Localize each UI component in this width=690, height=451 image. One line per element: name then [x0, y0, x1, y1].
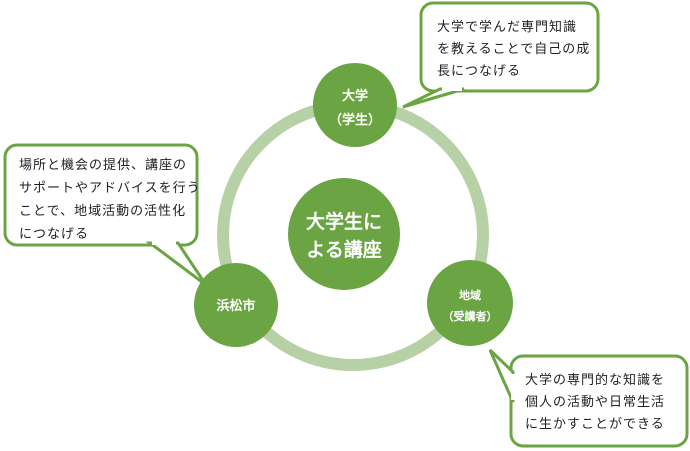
node-university-line-1: 大学	[342, 88, 368, 104]
callout-city-line-2: サポートやアドバイスを行う	[19, 181, 201, 196]
callout-city-line-1: 場所と機会の提供、講座の	[19, 157, 187, 173]
node-university-line-2: （学生）	[329, 112, 381, 128]
callout-city: 場所と機会の提供、講座の サポートやアドバイスを行う ことで、地域活動の活性化 …	[3, 143, 208, 287]
callout-university: 大学で学んだ専門知識 を教えることで自己の成 長につなげる	[402, 1, 600, 109]
callout-university-line-2: を教えることで自己の成	[437, 41, 590, 57]
center-line-1: 大学生に	[306, 210, 382, 233]
callout-region-line-2: 個人の活動や日常生活	[525, 395, 665, 410]
center-line-2: よる講座	[306, 238, 381, 261]
node-city: 浜松市	[194, 263, 278, 347]
callout-city-line-3: ことで、地域活動の活性化	[19, 204, 186, 219]
callout-region: 大学の専門的な知識を 個人の活動や日常生活 に生かすことができる	[488, 348, 689, 448]
node-city-line-1: 浜松市	[216, 298, 255, 314]
node-region-line-1: 地域	[459, 288, 481, 302]
node-university: 大学 （学生）	[313, 63, 397, 147]
callout-city-line-4: につなげる	[19, 227, 89, 242]
center-circle: 大学生に よる講座	[288, 178, 400, 290]
callout-region-line-1: 大学の専門的な知識を	[525, 372, 665, 388]
callout-region-line-3: に生かすことができる	[525, 417, 665, 432]
callout-university-line-1: 大学で学んだ専門知識	[437, 19, 577, 35]
node-region-line-2: （受講者）	[443, 309, 498, 323]
node-region: 地域 （受講者）	[427, 260, 513, 346]
callout-university-line-3: 長につなげる	[437, 64, 521, 79]
